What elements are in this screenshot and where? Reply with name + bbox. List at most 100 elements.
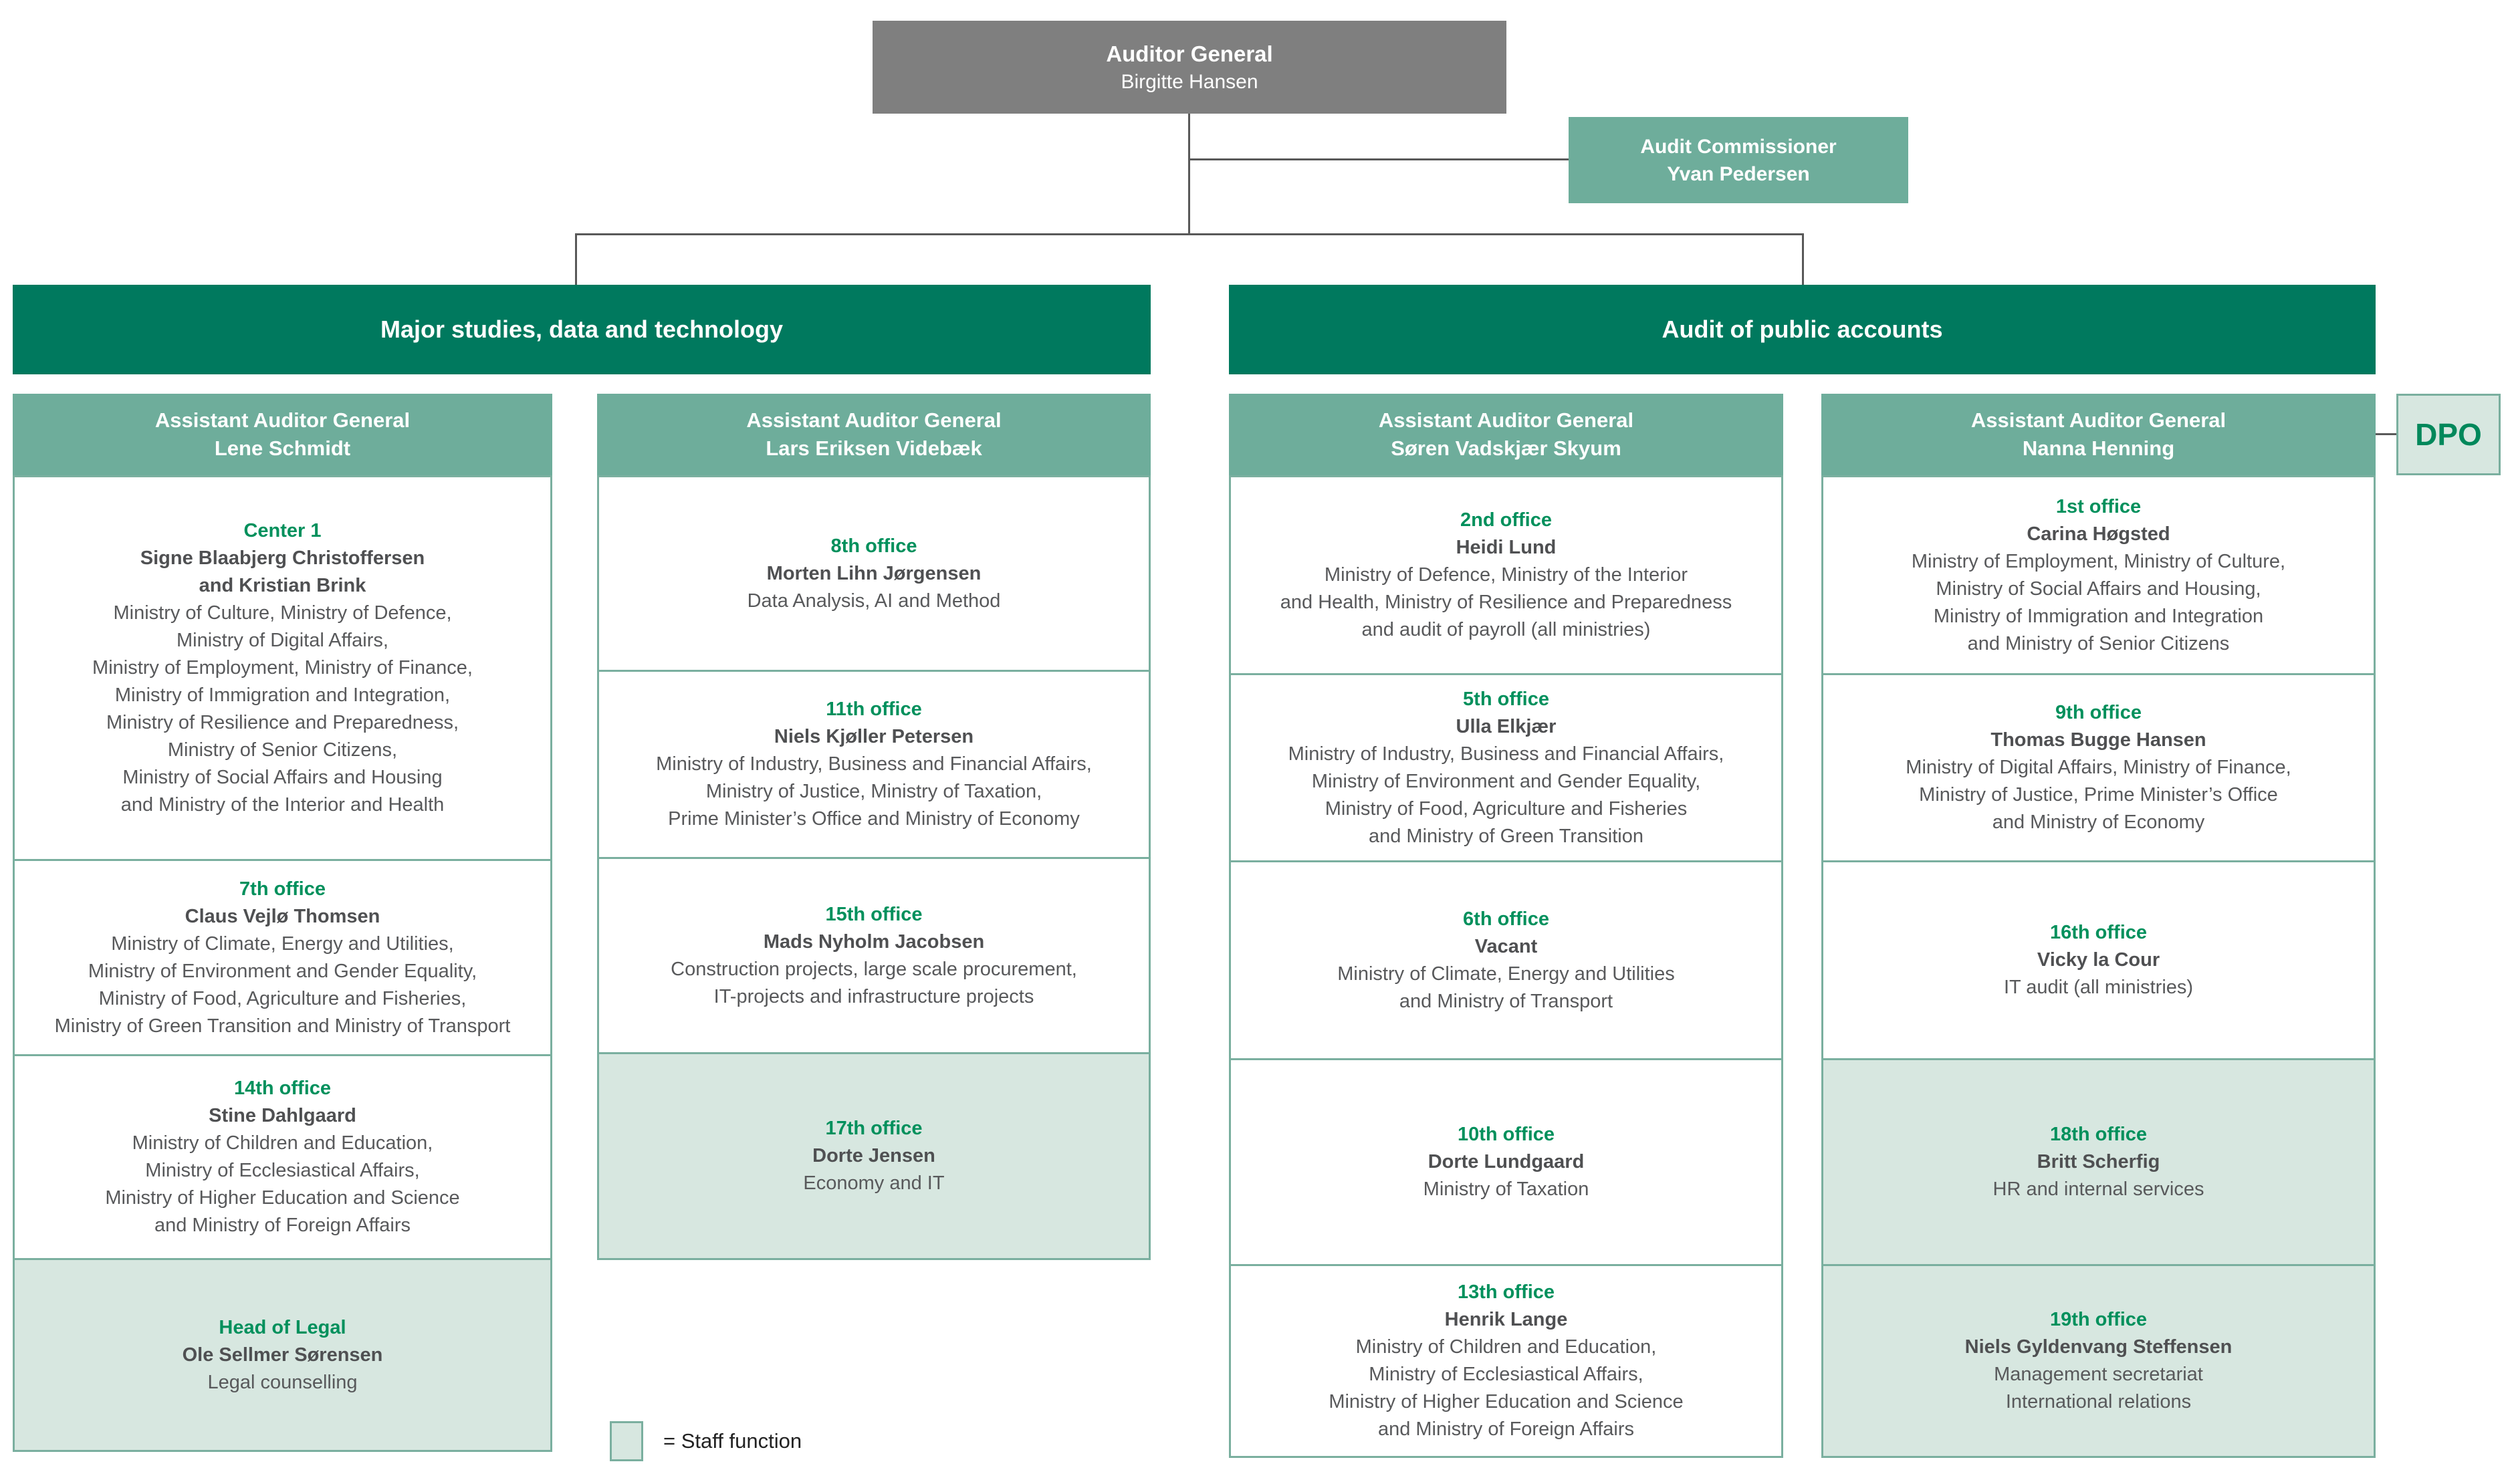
office-scope: Ministry of Employment, Ministry of Cult… [1911,550,2286,654]
office-scope: IT audit (all ministries) [2003,977,2194,998]
office-head-name: Dorte Lundgaard [1428,1151,1585,1172]
office-head-name: Ole Sellmer Sørensen [182,1344,383,1366]
office-head-name: Dorte Jensen [812,1145,935,1166]
office-head-name: Ulla Elkjær [1456,715,1557,737]
connector-stub-left-branch [575,233,577,285]
office-head-name: Vicky la Cour [2037,949,2160,971]
office-head-name: Thomas Bugge Hansen [1990,729,2206,751]
auditor-general-box: Auditor General Birgitte Hansen [873,21,1506,114]
office-head-name: Niels Gyldenvang Steffensen [1964,1336,2233,1358]
office-title: 11th office [826,699,922,720]
office-title: 1st office [2055,495,2142,517]
office-box-11th: 11th office Niels Kjøller Petersen Minis… [597,670,1151,859]
office-box-17th: 17th office Dorte Jensen Economy and IT [597,1052,1151,1260]
auditor-general-name: Birgitte Hansen [1121,70,1258,93]
assistant-auditor-general-title: Assistant Auditor General [154,408,411,432]
office-box-14th: 14th office Stine Dahlgaard Ministry of … [13,1054,552,1260]
office-title: 9th office [2055,702,2142,723]
office-box-5th: 5th office Ulla Elkjær Ministry of Indus… [1229,673,1783,862]
assistant-auditor-general-title: Assistant Auditor General [746,408,1002,432]
assistant-auditor-general-name: Lene Schmidt [214,437,351,460]
office-box-7th: 7th office Claus Vejlø Thomsen Ministry … [13,859,552,1056]
office-box-13th: 13th office Henrik Lange Ministry of Chi… [1229,1264,1783,1458]
office-title: Head of Legal [219,1316,346,1338]
office-head-name: Claus Vejlø Thomsen [185,905,380,927]
office-title: 19th office [2049,1309,2148,1330]
office-head-name: Henrik Lange [1444,1309,1568,1330]
office-title: 2nd office [1460,509,1552,531]
office-scope: Ministry of Industry, Business and Finan… [656,753,1092,830]
office-title: 14th office [233,1078,332,1099]
branch-header-public-accounts: Audit of public accounts [1229,285,2376,374]
office-scope: Ministry of Climate, Energy and Utilitie… [1337,963,1675,1012]
auditor-general-title: Auditor General [1106,41,1273,66]
office-box-2nd: 2nd office Heidi Lund Ministry of Defenc… [1229,475,1783,675]
office-title: 10th office [1457,1124,1555,1145]
office-box-10th: 10th office Dorte Lundgaard Ministry of … [1229,1058,1783,1266]
office-scope: Ministry of Taxation [1423,1179,1589,1200]
office-title: 13th office [1457,1281,1555,1303]
assistant-auditor-general-header: Assistant Auditor General Søren Vadskjær… [1229,394,1783,475]
office-title: 17th office [825,1118,923,1139]
office-scope: Management secretariat International rel… [1994,1364,2203,1412]
office-title: 7th office [239,878,326,900]
column-soeren-vadskjaer-skyum: Assistant Auditor General Søren Vadskjær… [1229,394,1783,1458]
office-box-1st: 1st office Carina Høgsted Ministry of Em… [1821,475,2376,675]
connector-stub-right-branch [1802,233,1804,285]
office-box-6th: 6th office Vacant Ministry of Climate, E… [1229,860,1783,1060]
office-title: 6th office [1463,908,1549,930]
office-title: 15th office [825,903,923,925]
office-scope: Ministry of Climate, Energy and Utilitie… [54,933,511,1037]
office-box-head-of-legal: Head of Legal Ole Sellmer Sørensen Legal… [13,1258,552,1452]
office-scope: Economy and IT [803,1172,945,1194]
audit-commissioner-box: Audit Commissioner Yvan Pedersen [1569,117,1908,203]
dpo-box: DPO [2396,394,2501,475]
office-head-name: Heidi Lund [1456,537,1557,558]
office-head-name: Mads Nyholm Jacobsen [763,931,985,953]
office-title: 5th office [1463,688,1549,710]
assistant-auditor-general-header: Assistant Auditor General Nanna Henning [1821,394,2376,475]
office-scope: Ministry of Digital Affairs, Ministry of… [1906,757,2291,833]
legend: = Staff function [610,1421,802,1461]
legend-label: = Staff function [663,1429,802,1453]
office-scope: Data Analysis, AI and Method [747,590,1001,612]
office-scope: Ministry of Culture, Ministry of Defence… [92,602,473,816]
office-head-name: Carina Høgsted [2027,523,2170,545]
office-head-name: Vacant [1474,935,1538,957]
office-box-9th: 9th office Thomas Bugge Hansen Ministry … [1821,673,2376,862]
assistant-auditor-general-name: Nanna Henning [2022,437,2175,460]
column-nanna-henning: Assistant Auditor General Nanna Henning … [1821,394,2376,1458]
audit-commissioner-title: Audit Commissioner [1640,135,1837,158]
assistant-auditor-general-header: Assistant Auditor General Lene Schmidt [13,394,552,475]
assistant-auditor-general-name: Søren Vadskjær Skyum [1391,437,1621,460]
connector-to-audit-commissioner [1188,158,1569,160]
assistant-auditor-general-header: Assistant Auditor General Lars Eriksen V… [597,394,1151,475]
office-box-18th: 18th office Britt Scherfig HR and intern… [1821,1058,2376,1266]
office-title: 16th office [2049,922,2148,943]
office-scope: Ministry of Children and Education, Mini… [1329,1336,1684,1440]
connector-branch-horizontal [575,233,1804,235]
office-head-name: Britt Scherfig [2037,1151,2160,1172]
office-box-8th: 8th office Morten Lihn Jørgensen Data An… [597,475,1151,672]
office-title: 18th office [2049,1124,2148,1145]
office-scope: Legal counselling [207,1371,358,1393]
column-lars-eriksen-videbaek: Assistant Auditor General Lars Eriksen V… [597,394,1151,1260]
office-head-name: Stine Dahlgaard [209,1105,356,1126]
office-scope: HR and internal services [1992,1179,2204,1200]
office-head-name: Morten Lihn Jørgensen [766,562,982,584]
office-scope: Ministry of Defence, Ministry of the Int… [1280,564,1732,640]
office-scope: Ministry of Children and Education, Mini… [105,1132,460,1236]
office-box-16th: 16th office Vicky la Cour IT audit (all … [1821,860,2376,1060]
branch-header-major-studies: Major studies, data and technology [13,285,1151,374]
office-title: Center 1 [243,520,322,541]
office-box-19th: 19th office Niels Gyldenvang Steffensen … [1821,1264,2376,1458]
office-box-15th: 15th office Mads Nyholm Jacobsen Constru… [597,857,1151,1054]
office-scope: Construction projects, large scale procu… [671,958,1077,1007]
assistant-auditor-general-title: Assistant Auditor General [1970,408,2227,432]
audit-commissioner-name: Yvan Pedersen [1667,162,1810,185]
connector-to-dpo [2376,433,2396,435]
office-title: 8th office [830,535,917,557]
assistant-auditor-general-title: Assistant Auditor General [1378,408,1634,432]
office-head-name: Signe Blaabjerg Christoffersen and Krist… [140,547,425,596]
